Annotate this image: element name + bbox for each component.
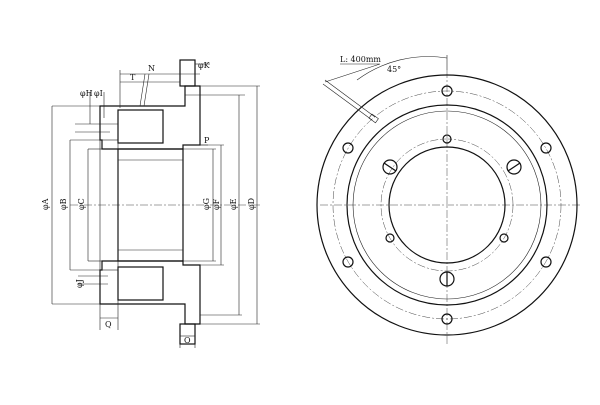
angle-arc: [356, 56, 448, 81]
inner-hole-top: [442, 134, 452, 144]
label-phiA: φA: [41, 198, 50, 210]
lower-housing-section: [99, 260, 201, 325]
label-phiB: φB: [59, 198, 68, 210]
lead-wire-2: [143, 73, 150, 107]
bolt-circle-outer: [332, 90, 562, 320]
left-face: [99, 139, 119, 271]
bore-circle: [388, 146, 506, 264]
inner-hole-right: [499, 233, 509, 243]
label-phiG: φG: [202, 198, 211, 210]
upper-housing-section: [99, 85, 201, 150]
screw-top-right: [506, 159, 522, 175]
flange-hole-1: [441, 85, 453, 97]
lower-coil: [117, 266, 164, 301]
lead-wire-end: [368, 113, 379, 124]
flange-hole-6: [342, 142, 354, 154]
lead-wire-front-2: [324, 79, 376, 118]
housing-inner-circle: [352, 110, 542, 300]
label-Q: Q: [105, 320, 112, 329]
label-phiE: φE: [229, 198, 238, 210]
outer-flange-circle: [316, 74, 578, 336]
housing-circle: [346, 104, 548, 306]
screw-top-left: [382, 159, 398, 175]
label-phiK: φK: [198, 61, 211, 70]
lead-length-label: L: 400mm: [340, 55, 381, 64]
angle-label: 45°: [387, 65, 401, 74]
upper-coil: [117, 109, 164, 144]
label-phiH: φH: [80, 89, 93, 98]
label-O: O: [184, 336, 191, 345]
bolt-circle-inner: [380, 138, 514, 272]
label-phiI: φI: [94, 89, 103, 98]
screw-bottom: [439, 271, 455, 287]
lead-length-leader: [324, 63, 381, 83]
front-view: L: 400mm 45°: [316, 55, 580, 345]
label-phiF: φF: [212, 198, 221, 210]
lower-flange-tip: [179, 323, 196, 345]
label-P: P: [204, 136, 210, 145]
upper-flange-tip: [179, 59, 196, 87]
label-N: N: [148, 64, 155, 73]
label-T: T: [130, 73, 136, 82]
flange-hole-2: [540, 142, 552, 154]
label-phiD: φD: [247, 198, 256, 210]
lead-wire-1: [139, 73, 146, 107]
section-view: N T φK φH φI P φA φB φC φG φF φE φD φJ Q…: [41, 59, 260, 348]
inner-hole-left: [385, 233, 395, 243]
label-phiC: φC: [77, 198, 86, 210]
lead-wire-front-1: [322, 83, 373, 121]
label-phiJ: φJ: [75, 279, 84, 288]
flange-hole-3: [540, 256, 552, 268]
flange-hole-5: [342, 256, 354, 268]
flange-hole-4: [441, 313, 453, 325]
